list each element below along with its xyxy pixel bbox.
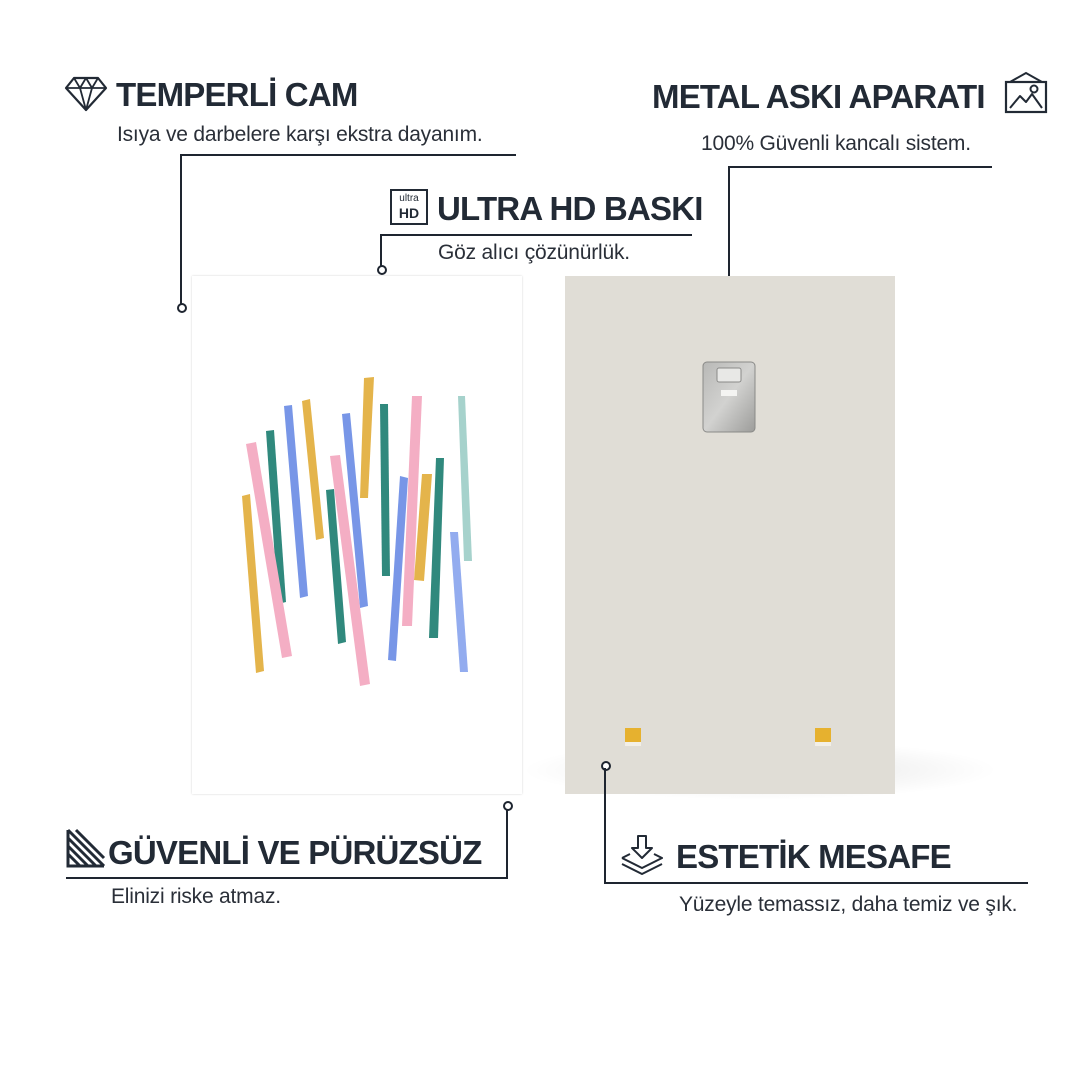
brush-stroke bbox=[246, 442, 292, 658]
ultra-connector-h bbox=[380, 234, 692, 236]
temperli-connector-h bbox=[180, 154, 516, 156]
estetik-connector-v bbox=[604, 768, 606, 884]
metal-aski-title: METAL ASKI APARATI bbox=[652, 78, 986, 115]
brush-stroke-artwork bbox=[242, 377, 472, 686]
ultra-connector-dot bbox=[377, 265, 387, 275]
temperli-cam-desc: Isıya ve darbelere karşı ekstra dayanım. bbox=[117, 123, 483, 146]
ultra-connector-v bbox=[380, 234, 382, 266]
ultra-hd-icon-bottom: HD bbox=[398, 205, 420, 221]
layers-arrow-icon bbox=[621, 835, 663, 875]
brush-stroke bbox=[284, 405, 308, 598]
estetik-title: ESTETİK MESAFE bbox=[676, 838, 952, 875]
poster-back bbox=[565, 276, 895, 794]
brush-stroke bbox=[402, 396, 422, 626]
brush-stroke bbox=[360, 377, 374, 498]
brush-stroke bbox=[429, 458, 444, 638]
ultra-hd-title: ULTRA HD BASKI bbox=[437, 190, 703, 227]
estetik-desc: Yüzeyle temassız, daha temiz ve şık. bbox=[679, 893, 1018, 916]
temperli-cam-title: TEMPERLİ CAM bbox=[116, 76, 358, 113]
brush-stroke bbox=[380, 404, 390, 576]
estetik-connector-dot bbox=[601, 761, 611, 771]
guvenli-connector-h bbox=[66, 877, 508, 879]
brush-stroke bbox=[388, 476, 408, 661]
brush-stroke bbox=[326, 489, 346, 644]
brush-stroke bbox=[330, 455, 370, 686]
brush-stroke bbox=[450, 532, 468, 672]
brush-stroke bbox=[266, 430, 286, 604]
brush-stroke bbox=[414, 474, 432, 581]
brush-stroke bbox=[302, 399, 324, 540]
brush-stroke bbox=[458, 396, 472, 561]
diagonal-lines-icon bbox=[66, 828, 106, 868]
brush-stroke bbox=[242, 494, 264, 673]
picture-frame-icon bbox=[1004, 71, 1048, 114]
diamond-icon bbox=[64, 76, 108, 112]
ultra-hd-desc: Göz alıcı çözünürlük. bbox=[438, 241, 630, 264]
temperli-connector-v bbox=[180, 154, 182, 304]
poster-front bbox=[192, 276, 522, 794]
temperli-connector-dot bbox=[177, 303, 187, 313]
guvenli-connector-dot bbox=[503, 801, 513, 811]
estetik-connector-h bbox=[604, 882, 1028, 884]
metal-aski-desc: 100% Güvenli kancalı sistem. bbox=[701, 132, 971, 155]
guvenli-connector-v bbox=[506, 806, 508, 879]
metal-connector-h bbox=[728, 166, 992, 168]
guvenli-title: GÜVENLİ VE PÜRÜZSÜZ bbox=[108, 834, 482, 871]
metal-hanger bbox=[702, 361, 756, 433]
metal-connector-v bbox=[728, 166, 730, 356]
spacer-pad-left bbox=[625, 728, 641, 746]
guvenli-desc: Elinizi riske atmaz. bbox=[111, 885, 281, 908]
brush-stroke bbox=[342, 413, 368, 608]
spacer-pad-right bbox=[815, 728, 831, 746]
ultra-hd-icon-top: ultra bbox=[399, 193, 419, 204]
ultra-hd-icon: ultra HD bbox=[390, 189, 428, 225]
